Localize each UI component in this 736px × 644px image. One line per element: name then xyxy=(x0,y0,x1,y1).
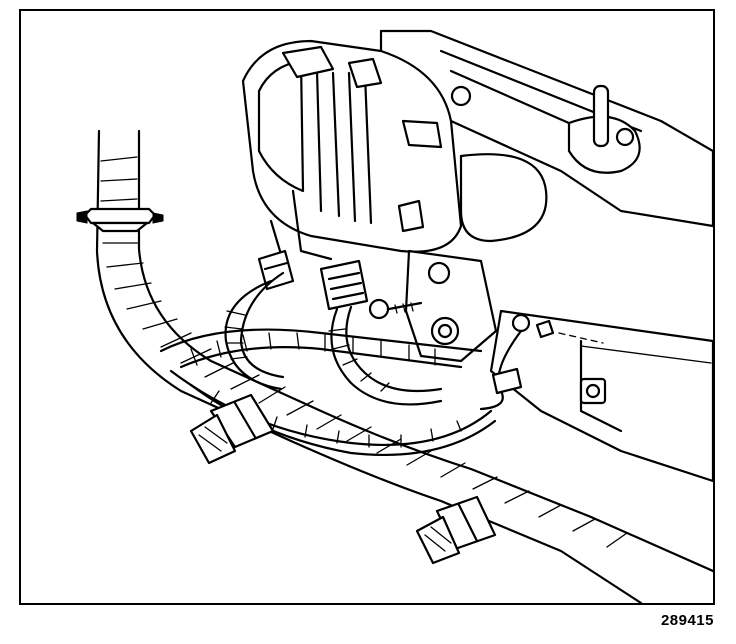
harness-clip-upper xyxy=(76,207,164,233)
illustration-frame xyxy=(19,9,715,605)
harness-clip-lower xyxy=(415,495,497,565)
alternator xyxy=(241,39,548,263)
mounting-bracket xyxy=(379,29,713,228)
alternator-connector xyxy=(257,249,369,311)
ground-bolt xyxy=(368,298,604,344)
ground-wire xyxy=(479,329,523,411)
alternator-wiring-harness-illustration xyxy=(76,29,713,603)
alternator-mount-boss xyxy=(404,249,498,363)
harness-clip-middle xyxy=(189,393,275,465)
figure-number: 289415 xyxy=(660,612,714,629)
engine-block xyxy=(489,309,713,483)
